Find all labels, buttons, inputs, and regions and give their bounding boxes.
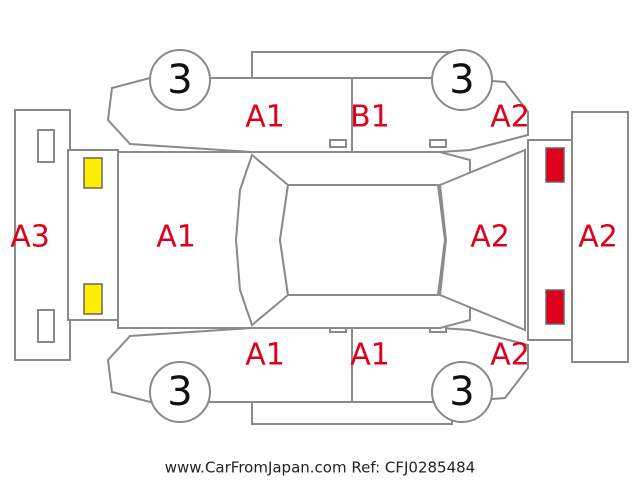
rear-right-wheel-code: 3 (449, 57, 474, 103)
roof (278, 184, 447, 296)
rear-left-taillight (545, 289, 565, 325)
right-side-body (106, 77, 529, 153)
right-rear-door-handle (429, 139, 447, 148)
rear-right-door-code: B1 (350, 100, 390, 135)
front-bumper-code: A3 (10, 220, 50, 255)
rear-right-wheel (431, 49, 493, 111)
hood-code: A1 (156, 220, 196, 255)
rear-right-taillight (545, 147, 565, 183)
left-side-body (106, 327, 529, 403)
front-right-door-code: A1 (245, 100, 285, 135)
rear-glass (438, 148, 526, 332)
front-bumper-tab-top (37, 129, 55, 163)
rear-bumper-code: A2 (578, 220, 618, 255)
rear-left-wheel (431, 361, 493, 423)
right-front-door-handle (329, 139, 347, 148)
front-right-headlight (83, 157, 103, 189)
rear-bumper (571, 111, 629, 363)
rear-right-fender-code: A2 (490, 100, 530, 135)
front-left-wheel-code: 3 (167, 369, 192, 415)
front-left-headlight (83, 283, 103, 315)
front-right-wheel-code: 3 (167, 57, 192, 103)
front-right-wheel (149, 49, 211, 111)
upper-side-skirt-panel (251, 51, 453, 79)
rear-glass-panel-code: A2 (470, 220, 510, 255)
front-left-door-code: A1 (245, 338, 285, 373)
rear-left-door-code: A1 (350, 338, 390, 373)
rear-left-fender-code: A2 (490, 338, 530, 373)
rear-left-wheel-code: 3 (449, 369, 474, 415)
footer-reference: www.CarFromJapan.com Ref: CFJ0285484 (165, 459, 475, 477)
front-left-wheel (149, 361, 211, 423)
front-bumper-tab-bottom (37, 309, 55, 343)
